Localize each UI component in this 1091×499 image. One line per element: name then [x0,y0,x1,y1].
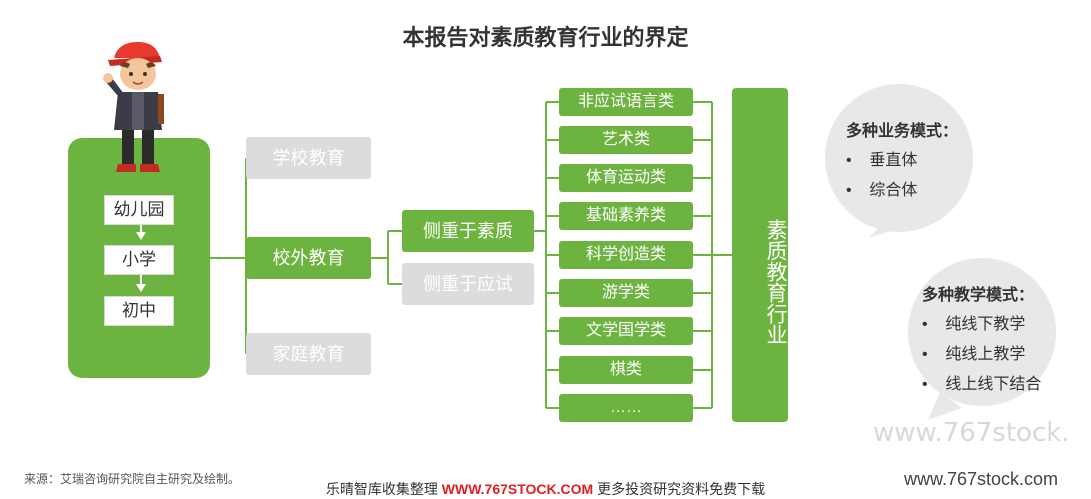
teaching-mode-item: • 纯线下教学 [922,316,1026,333]
stage-junior-high: 初中 [104,296,174,326]
focus-quality: 侧重于素质 [402,210,534,252]
footer-suffix: 更多投资研究资料免费下载 [593,481,766,497]
watermark-small: www.767stock.com [904,469,1059,489]
category-family-education: 家庭教育 [246,333,371,375]
stage-arrow-stem [140,225,142,233]
footer-banner: 乐晴智库收集整理 WWW.767STOCK.COM 更多投资研究资料免费下载 [0,479,1091,499]
footer-site-link[interactable]: WWW.767STOCK.COM [441,481,594,497]
subcategory-item: 游学类 [559,279,693,307]
source-note: 来源：艾瑞咨询研究院自主研究及绘制。 [24,472,241,486]
category-outside-education: 校外教育 [246,237,371,279]
teaching-mode-text: 线上线下结合 [945,376,1042,393]
stage-arrow-stem [140,275,142,285]
teaching-mode-text: 纯线上教学 [945,346,1026,363]
category-school-education: 学校教育 [246,137,371,179]
teaching-mode-item: • 纯线上教学 [922,346,1026,363]
footer-prefix: 乐晴智库收集整理 [325,481,442,497]
arrow-down-icon [136,284,146,292]
student-illustration [103,42,164,172]
page-title: 本报告对素质教育行业的界定 [402,25,689,50]
focus-exam: 侧重于应试 [402,263,534,305]
subcategory-item: 文学国学类 [559,317,693,345]
watermark-large: www.767stock. [873,418,1070,448]
subcategory-item: 基础素养类 [559,202,693,230]
stage-kindergarten: 幼儿园 [104,195,174,225]
teaching-mode-item: • 线上线下结合 [922,376,1042,393]
business-modes-heading: 多种业务模式： [846,123,959,140]
subcategory-item: …… [559,394,693,422]
industry-bar [732,88,788,422]
business-mode-item: • 综合体 [846,182,918,199]
subcategory-item: 非应试语言类 [559,88,693,116]
industry-label: 素质教育行业 [764,219,787,345]
subcategory-item: 艺术类 [559,126,693,154]
subcategory-item: 体育运动类 [559,164,693,192]
teaching-modes-heading: 多种教学模式： [922,287,1035,304]
arrow-down-icon [136,232,146,240]
stage-primary: 小学 [104,245,174,275]
business-mode-item: • 垂直体 [846,152,918,169]
business-mode-text: 垂直体 [869,152,918,169]
teaching-mode-text: 纯线下教学 [945,316,1026,333]
subcategory-item: 棋类 [559,356,693,384]
subcategory-item: 科学创造类 [559,241,693,269]
business-mode-text: 综合体 [869,182,918,199]
